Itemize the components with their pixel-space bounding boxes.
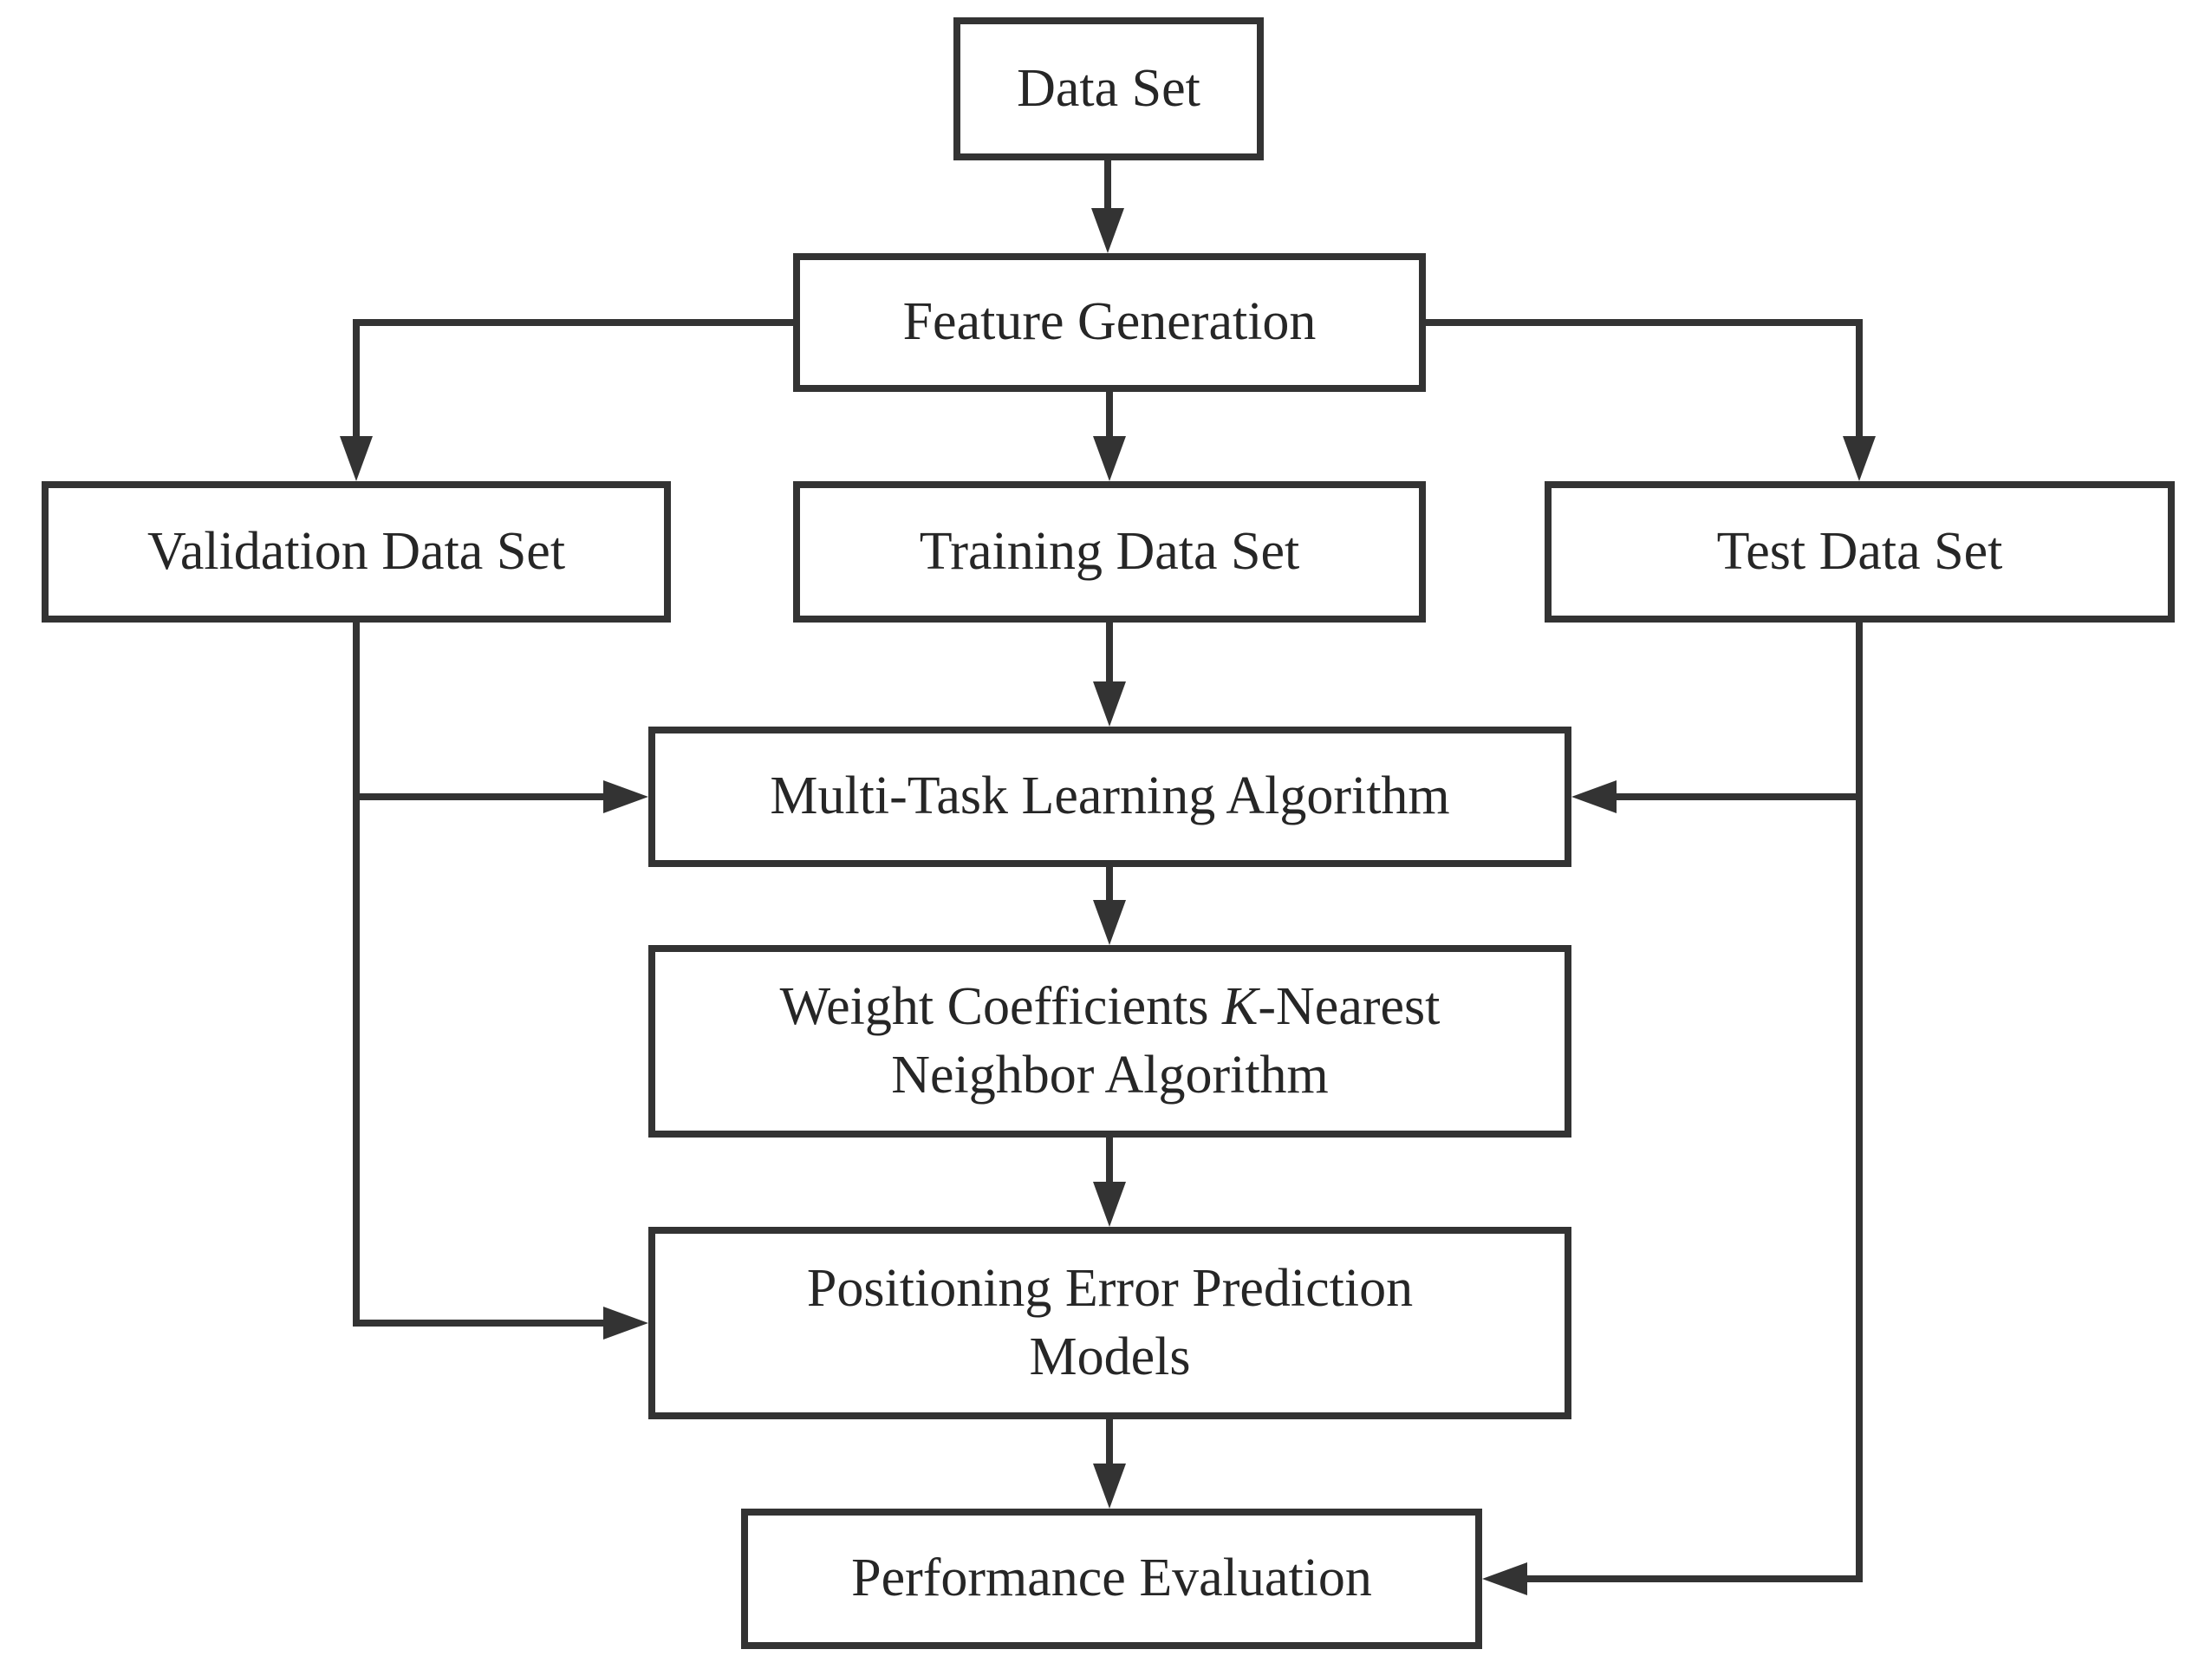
node-training-data-set-label: Training Data Set [919, 521, 1300, 581]
node-weight-coefficients-knn-algorithm: Weight Coefficients K-Nearest Neighbor A… [648, 945, 1571, 1138]
node-feature-generation: Feature Generation [793, 253, 1426, 392]
node-weight-knn-label: Weight Coefficients K-Nearest Neighbor A… [779, 976, 1441, 1105]
arrowhead-down-positioning [1093, 1182, 1126, 1227]
arrowhead-right-multitask [603, 780, 648, 813]
node-positioning-error-prediction-models: Positioning Error Prediction Models [648, 1227, 1571, 1419]
arrowhead-down-validation [340, 436, 373, 481]
node-performance-evaluation-label: Performance Evaluation [851, 1548, 1372, 1608]
node-data-set: Data Set [953, 17, 1264, 160]
node-performance-evaluation: Performance Evaluation [741, 1509, 1482, 1649]
node-validation-data-set: Validation Data Set [42, 481, 671, 623]
arrowhead-left-multitask [1571, 780, 1617, 813]
node-data-set-label: Data Set [1017, 58, 1200, 118]
node-positioning-label: Positioning Error Prediction Models [806, 1258, 1414, 1386]
arrowhead-right-positioning [603, 1307, 648, 1340]
edge-validation-to-positioning [353, 623, 605, 1327]
arrowhead-down-multitask [1093, 681, 1126, 727]
arrowhead-down-featuregen [1091, 208, 1124, 253]
edge-featuregen-to-test [1426, 319, 1863, 438]
node-test-data-set: Test Data Set [1545, 481, 2175, 623]
arrowhead-down-weightknn [1093, 900, 1126, 945]
node-multi-task-learning-algorithm: Multi-Task Learning Algorithm [648, 727, 1571, 867]
node-multi-task-label: Multi-Task Learning Algorithm [770, 766, 1450, 826]
node-training-data-set: Training Data Set [793, 481, 1426, 623]
arrowhead-down-training [1093, 436, 1126, 481]
arrowhead-down-performance [1093, 1464, 1126, 1509]
edge-test-to-performance [1526, 623, 1863, 1582]
node-validation-data-set-label: Validation Data Set [146, 521, 566, 581]
node-feature-generation-label: Feature Generation [902, 292, 1317, 352]
node-test-data-set-label: Test Data Set [1716, 521, 2003, 581]
arrowhead-down-test [1843, 436, 1876, 481]
edge-featuregen-to-validation [353, 319, 793, 438]
arrowhead-left-performance [1482, 1562, 1527, 1595]
